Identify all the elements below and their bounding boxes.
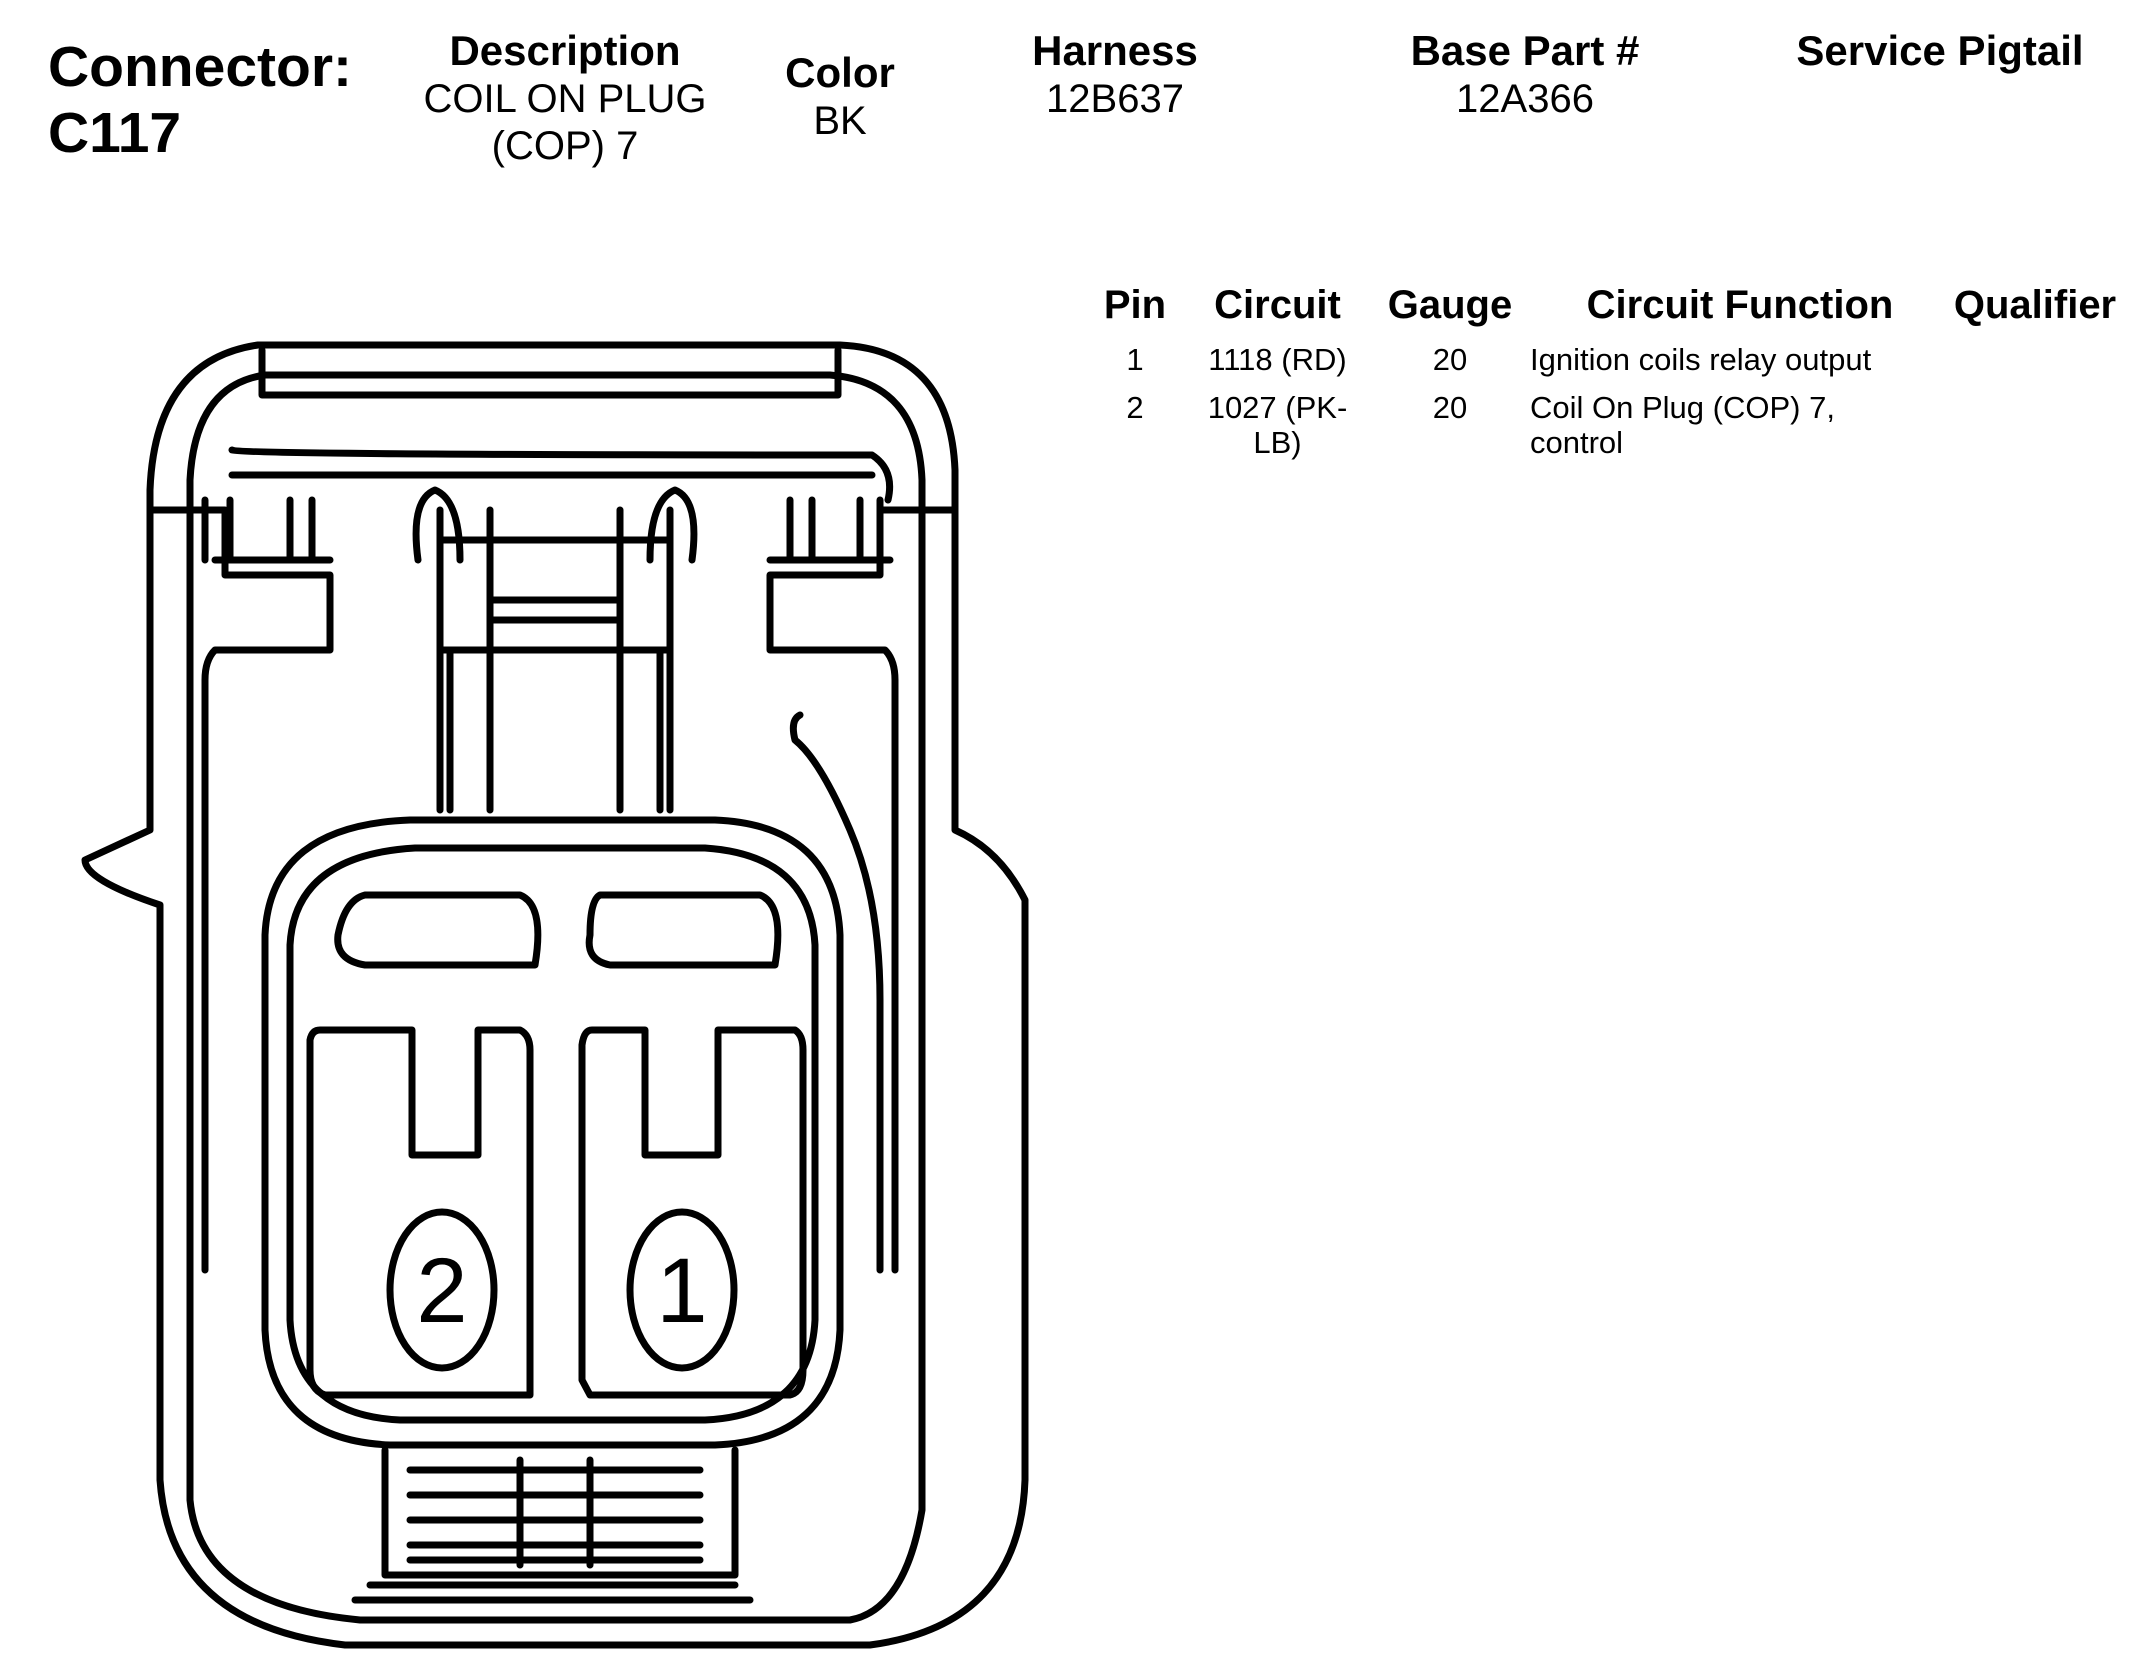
latch-top-plate	[258, 346, 842, 399]
bottom-latch	[381, 1446, 739, 1579]
pin-1-oval	[626, 1208, 738, 1372]
base-part-label: Base Part #	[1410, 27, 1640, 74]
circuit-line2: LB)	[1253, 425, 1302, 460]
connector-label: Connector:	[48, 35, 352, 99]
base-part-value: 12A366	[1456, 77, 1594, 121]
latch-bridge	[228, 446, 894, 504]
color-column: Color BK	[740, 48, 940, 145]
description-label: Description	[449, 27, 681, 74]
circuit-cell: 1027 (PK- LB)	[1190, 390, 1365, 460]
bottom-rail	[351, 1581, 754, 1604]
base-part-column: Base Part # 12A366	[1380, 26, 1670, 123]
circuit-line1: 1027 (PK-	[1207, 390, 1348, 425]
gauge-cell: 20	[1432, 390, 1468, 425]
col-header-gauge: Gauge	[1387, 283, 1513, 327]
connector-id: C117	[48, 101, 182, 165]
center-lock-window	[436, 536, 674, 654]
service-pigtail-column: Service Pigtail	[1740, 26, 2140, 76]
col-header-qualifier: Qualifier	[1953, 283, 2117, 327]
lock-pin-left	[412, 486, 464, 564]
latch-rib-right	[766, 496, 894, 564]
function-line2: control	[1530, 425, 1624, 460]
lock-stem	[446, 646, 664, 814]
table-row: 2 1027 (PK- LB) 20 Coil On Plug (COP) 7,…	[1090, 390, 2140, 470]
cavity-housing	[261, 816, 844, 1449]
side-step-left	[146, 506, 334, 1274]
cavity-1	[578, 1026, 807, 1399]
circuit-function-cell: Coil On Plug (COP) 7, control	[1530, 390, 1910, 460]
harness-value: 12B637	[1046, 77, 1184, 121]
center-lock-tab	[436, 506, 674, 814]
connector-title: Connector: C117	[48, 34, 352, 166]
key-slot-left	[334, 891, 542, 969]
connector-outer-shell	[81, 341, 1029, 1649]
description-column: Description COIL ON PLUG (COP) 7	[400, 26, 730, 170]
pin-2-label: 2	[416, 1240, 467, 1342]
cavity-housing-inner	[286, 844, 819, 1424]
function-line1: Coil On Plug (COP) 7,	[1530, 390, 1835, 425]
col-header-pin: Pin	[1103, 283, 1167, 327]
function-line1: Ignition coils relay output	[1530, 342, 1872, 377]
connector-inner-shell	[186, 371, 926, 1624]
circuit-function-cell: Ignition coils relay output	[1530, 342, 1910, 377]
pin-cell: 2	[1126, 390, 1144, 425]
color-value: BK	[813, 99, 867, 143]
gauge-cell: 20	[1432, 342, 1468, 377]
side-step-right	[766, 506, 959, 1274]
cavity-2	[306, 1026, 534, 1399]
description-value-line1: COIL ON PLUG	[423, 77, 707, 121]
service-pigtail-label: Service Pigtail	[1796, 27, 2084, 74]
connector-face-drawing: 2 1	[81, 341, 1029, 1649]
harness-column: Harness 12B637	[1000, 26, 1230, 123]
color-label: Color	[785, 49, 895, 96]
harness-label: Harness	[1032, 27, 1198, 74]
col-header-circuit-function: Circuit Function	[1586, 283, 1894, 327]
pin-2-oval	[386, 1208, 498, 1372]
latch-rib-left	[201, 496, 334, 564]
lock-pin-right	[646, 486, 698, 564]
circuit-line1: 1118 (RD)	[1208, 342, 1347, 377]
side-groove-right	[789, 711, 884, 1274]
pin-table-header: Pin Circuit Gauge Circuit Function Quali…	[1090, 276, 2140, 334]
pin-1-label: 1	[656, 1240, 707, 1342]
pin-cell: 1	[1126, 342, 1144, 377]
description-value-line2: (COP) 7	[491, 124, 639, 168]
col-header-circuit: Circuit	[1214, 283, 1341, 327]
table-row: 1 1118 (RD) 20 Ignition coils relay outp…	[1090, 342, 2140, 382]
pin-table: Pin Circuit Gauge Circuit Function Quali…	[1090, 276, 2140, 470]
key-slot-right	[585, 891, 782, 969]
circuit-cell: 1118 (RD)	[1190, 342, 1365, 377]
